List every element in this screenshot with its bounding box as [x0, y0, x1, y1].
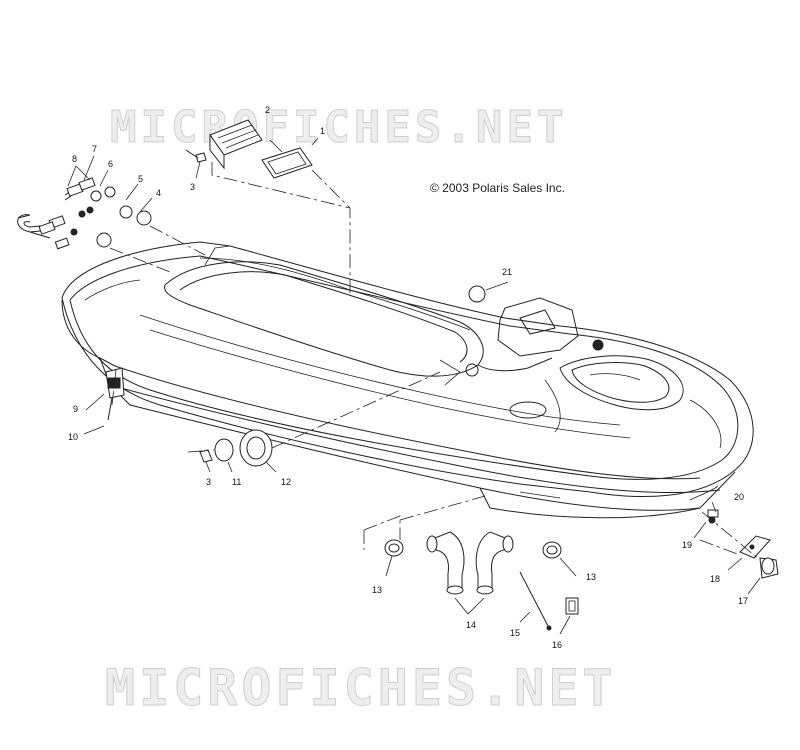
callout-15: 15: [510, 628, 520, 638]
part-11-fitting: [199, 438, 234, 463]
callout-3-bottom: 3: [206, 477, 211, 487]
copyright-notice: © 2003 Polaris Sales Inc.: [430, 181, 565, 195]
leader-lines: [67, 137, 761, 635]
callout-3-top: 3: [190, 182, 195, 192]
part-18-plate: [739, 535, 771, 559]
callout-17: 17: [738, 596, 748, 606]
callout-13-left: 13: [372, 585, 382, 595]
callout-7: 7: [92, 144, 97, 154]
callout-5: 5: [138, 174, 143, 184]
part-9-drain: [105, 367, 125, 421]
watermark-bottom: MICROFICHES.NET: [105, 659, 617, 717]
part-13-clamp-right: [542, 541, 562, 559]
part-2-vent: [209, 119, 263, 170]
callout-1: 1: [320, 126, 325, 136]
callout-4: 4: [156, 188, 161, 198]
callout-18: 18: [710, 574, 720, 584]
callout-13-right: 13: [586, 572, 596, 582]
callout-12: 12: [281, 477, 291, 487]
callout-11: 11: [232, 477, 241, 487]
watermark-top: MICROFICHES.NET: [110, 102, 567, 153]
part-14-elbows: [426, 531, 514, 595]
callout-6: 6: [108, 159, 113, 169]
parts-fittings-cluster: [17, 177, 152, 250]
hull: [61, 241, 754, 519]
part-16-decal: [565, 597, 579, 615]
callout-14: 14: [466, 620, 476, 630]
part-15-rod: [519, 571, 552, 631]
part-3-screw-top: [195, 152, 207, 163]
part-21-oring: [468, 285, 486, 303]
callout-19: 19: [682, 540, 692, 550]
part-1-gasket: [261, 147, 313, 179]
part-17-cap: [759, 557, 779, 579]
callout-16: 16: [552, 640, 562, 650]
part-13-clamp-left: [384, 539, 404, 557]
part-19-20-nut: [707, 509, 719, 524]
callout-20: 20: [734, 492, 744, 502]
callout-8: 8: [72, 154, 77, 164]
callout-2: 2: [265, 105, 270, 115]
callouts: 1 2 3 4 5 6 7 8 9 10 3 11 12 13 13 14 15…: [68, 105, 748, 650]
callout-21: 21: [502, 267, 512, 277]
callout-10: 10: [68, 432, 78, 442]
callout-9: 9: [73, 404, 78, 414]
part-12-flange: [239, 429, 273, 467]
